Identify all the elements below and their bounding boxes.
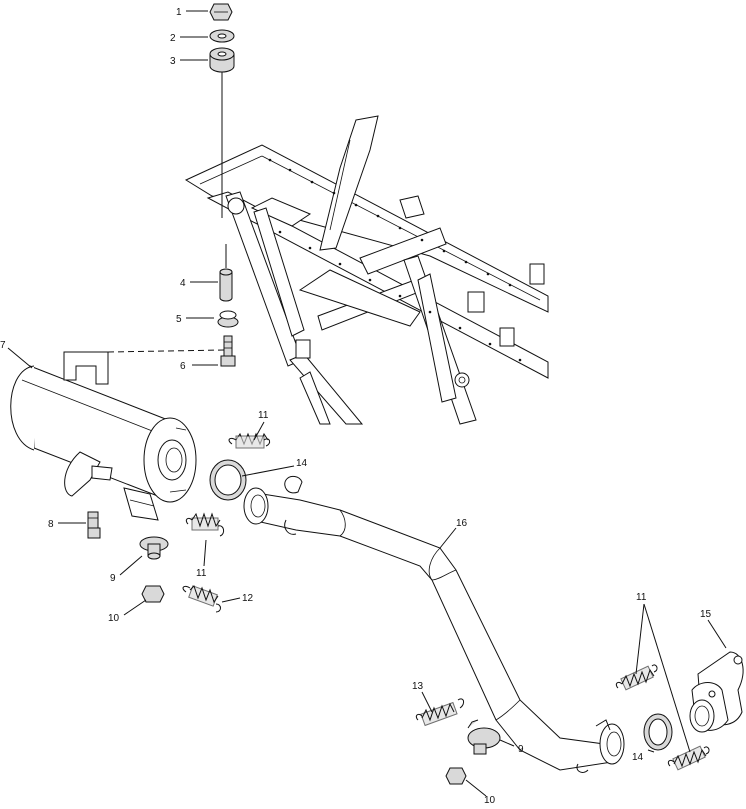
- mount-hardware-stack: [209, 3, 239, 367]
- callout-5: 5: [176, 314, 182, 325]
- callout-15: 15: [700, 609, 712, 620]
- bumper-part-9-right: [467, 719, 501, 755]
- callout-13: 13: [412, 681, 424, 692]
- bolt-part-8: [87, 511, 101, 539]
- callout-11-upper: 11: [258, 410, 269, 421]
- spring-part-13: [415, 698, 465, 727]
- callout-14-left: 14: [296, 458, 308, 469]
- spacer-part-4: [219, 268, 233, 302]
- muffler-part-7: [10, 349, 225, 521]
- gasket-part-14-right: [643, 713, 673, 751]
- callout-labels: 1 2 3 4 5 6 7 8 9 9 10 10 11 11 11 12 13…: [0, 7, 712, 806]
- callout-9-left: 9: [110, 573, 116, 584]
- callout-1: 1: [176, 7, 182, 18]
- bumper-part-9-left: [139, 536, 169, 560]
- vehicle-frame: [184, 115, 549, 425]
- callout-3: 3: [170, 56, 176, 67]
- spring-part-11-right-upper: [615, 664, 658, 691]
- nut-part-10-left: [141, 585, 165, 603]
- nut-part-1: [209, 3, 233, 21]
- callout-12: 12: [242, 593, 254, 604]
- callout-14-right: 14: [632, 752, 644, 763]
- callout-10-left: 10: [108, 613, 120, 624]
- bushing-part-3: [209, 47, 235, 73]
- spring-part-11-upper: [228, 432, 271, 449]
- callout-2: 2: [170, 33, 176, 44]
- exhaust-pipe-part-16: [243, 475, 625, 773]
- spring-part-12: [182, 585, 221, 613]
- nut-part-10-right: [445, 767, 467, 785]
- callout-10-right: 10: [484, 795, 496, 804]
- spring-part-11-right-lower: [667, 745, 710, 771]
- spring-part-11-middle: [185, 512, 225, 537]
- callout-11-right: 11: [636, 592, 647, 603]
- callout-11-middle: 11: [196, 568, 207, 579]
- gasket-part-14-left: [209, 459, 247, 501]
- leader-lines: [7, 10, 727, 797]
- callout-16: 16: [456, 518, 468, 529]
- callout-4: 4: [180, 278, 186, 289]
- callout-9-right: 9: [518, 744, 524, 755]
- callout-6: 6: [180, 361, 186, 372]
- callout-7: 7: [0, 340, 6, 351]
- callout-8: 8: [48, 519, 54, 530]
- bolt-part-6: [220, 335, 236, 367]
- washer-part-2: [209, 29, 235, 43]
- adapter-part-15: [689, 651, 744, 733]
- grommet-part-5: [217, 310, 239, 328]
